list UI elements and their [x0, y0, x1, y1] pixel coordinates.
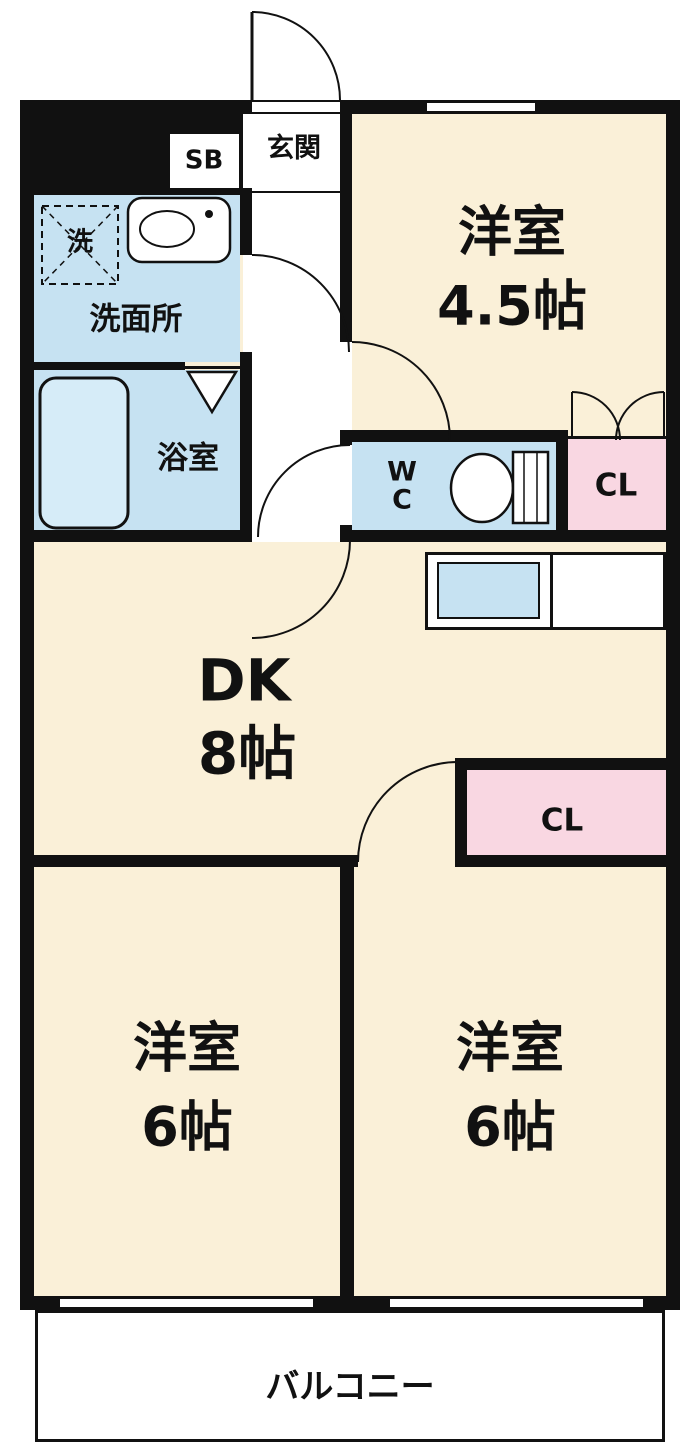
dk-label: DK — [197, 646, 291, 715]
toilet-label-line2: C — [392, 485, 412, 516]
wall-segment — [340, 430, 352, 445]
western-room-top-size: 4.5帖 — [437, 274, 587, 338]
western-room-left-size: 6帖 — [141, 1095, 233, 1159]
window — [388, 1296, 645, 1310]
wall-segment — [537, 100, 680, 114]
wall-segment — [340, 430, 568, 442]
window — [58, 1296, 315, 1310]
western-room-top-label: 洋室 — [458, 200, 566, 264]
corridor-floor — [243, 114, 352, 542]
closet-middle-label: CL — [540, 802, 584, 839]
wall-segment — [556, 430, 568, 542]
western-room-left-label: 洋室 — [133, 1016, 241, 1080]
wall-segment — [340, 100, 425, 114]
toilet-label: W C — [387, 456, 417, 516]
balcony-label: バルコニー — [265, 1367, 435, 1408]
wall-segment — [20, 100, 34, 1310]
wall-segment — [455, 758, 467, 867]
wall-segment — [340, 867, 354, 1296]
wall-segment — [185, 366, 240, 369]
toilet-floor — [352, 442, 556, 530]
kitchen-counter-divider — [550, 552, 553, 630]
wall-segment — [340, 530, 680, 542]
wall-segment — [34, 362, 185, 370]
entrance-label: 玄関 — [267, 132, 321, 164]
closet-top-label: CL — [594, 467, 638, 504]
wall-segment — [455, 855, 680, 867]
wall-segment — [455, 758, 680, 770]
shoe-box-label: SB — [184, 145, 224, 176]
entrance-door-arc — [251, 11, 341, 101]
dk-size: 8帖 — [197, 719, 297, 788]
washroom-label: 洗面所 — [89, 301, 183, 338]
bathroom-label: 浴室 — [157, 440, 219, 477]
wall-segment — [20, 530, 252, 542]
wall-segment — [340, 100, 352, 342]
entrance-opening — [252, 100, 340, 114]
wall-segment — [666, 100, 680, 1310]
western-room-right-size: 6帖 — [464, 1095, 556, 1159]
wall-segment — [240, 352, 252, 542]
balcony-area — [35, 1310, 665, 1442]
toilet-label-line1: W — [387, 456, 417, 488]
wall-segment — [20, 1296, 58, 1310]
wall-segment — [645, 1296, 680, 1310]
closet-threshold — [568, 436, 666, 439]
washer-label: 洗 — [66, 227, 94, 258]
closet-middle-floor — [467, 770, 666, 855]
wall-segment — [240, 188, 252, 255]
western-room-right-label: 洋室 — [456, 1016, 564, 1080]
window — [425, 100, 537, 114]
shoe-box — [166, 130, 243, 192]
closet-top-floor — [568, 438, 666, 530]
wall-segment — [315, 1296, 388, 1310]
wall-segment — [20, 855, 358, 867]
kitchen-sink — [437, 562, 540, 619]
